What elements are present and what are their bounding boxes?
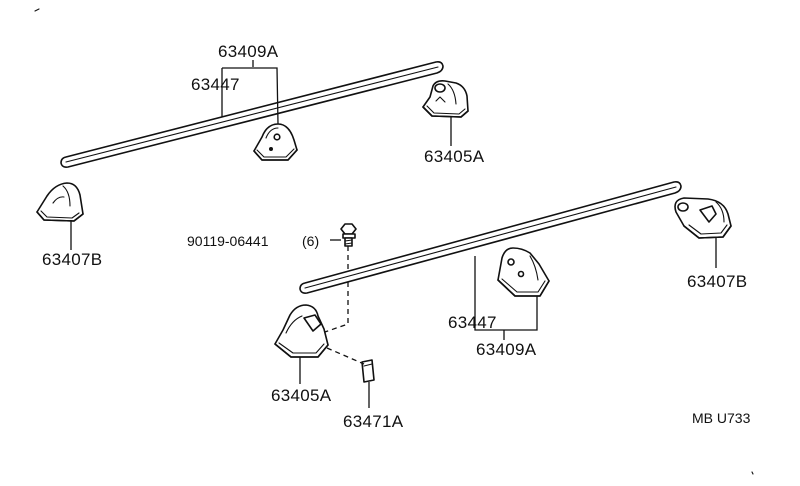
front-right-leg-part-number: 63405A [424, 147, 485, 166]
rear-right-leg-part-number: 63407B [687, 272, 747, 291]
front-crossbar [60, 61, 444, 168]
rear-left-leg-part-number: 63405A [271, 386, 332, 405]
front-right-leg [422, 80, 469, 118]
end-cover-cap [361, 359, 375, 383]
front-left-leg [36, 182, 84, 222]
rear-bracket-part-number: 63409A [476, 340, 537, 359]
rear-crossbar-bracket-leader [474, 256, 538, 331]
cover-part-number: 63471A [343, 412, 404, 431]
bolt-quantity: (6) [302, 233, 319, 249]
rear-crossbar-part-number: 63447 [448, 313, 497, 332]
bolt-part-number: 90119-06441 [187, 233, 269, 249]
diagram-code: MB U733 [692, 410, 751, 426]
front-crossbar-part-number: 63447 [191, 75, 240, 94]
scan-mark [751, 471, 754, 475]
bolt-icon [340, 223, 357, 247]
scan-mark [34, 8, 40, 12]
cover-install-path [326, 347, 365, 365]
front-bracket-part-number: 63409A [218, 42, 279, 61]
front-left-leg-part-number: 63407B [42, 250, 102, 269]
rear-right-leg [674, 197, 732, 239]
rear-left-leg [274, 304, 329, 358]
front-bracket-leader [222, 60, 279, 125]
rear-crossbar [299, 181, 682, 294]
rear-center-bracket [497, 247, 550, 297]
front-center-bracket [253, 123, 298, 161]
bolt-install-path [321, 246, 349, 334]
